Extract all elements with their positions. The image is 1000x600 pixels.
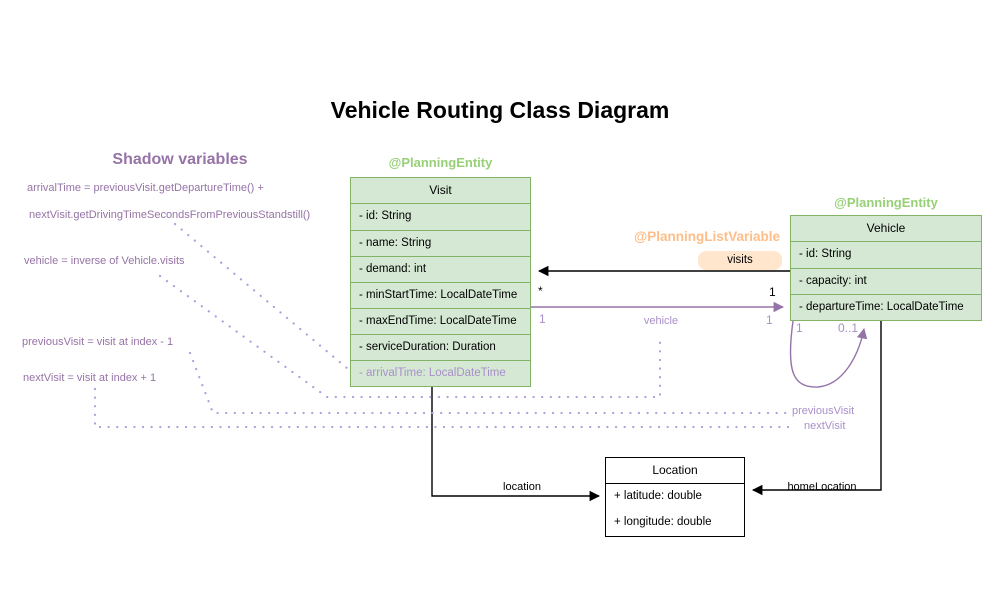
visit-planning-entity-annotation: @PlanningEntity <box>388 155 493 170</box>
shadow-variables-heading: Shadow variables <box>112 151 248 168</box>
vehicle-relation-label: vehicle <box>643 315 679 327</box>
dotted-link-arrivaltime <box>173 222 350 371</box>
page-title: Vehicle Routing Class Diagram <box>330 97 670 123</box>
vehicle-multiplicity-right: 1 <box>766 313 773 327</box>
planning-list-variable-annotation: @PlanningListVariable <box>634 229 780 244</box>
class-attribute-row: + longitude: double <box>614 516 712 528</box>
visit-shadow-attribute-row: - arrivalTime: LocalDateTime <box>351 360 530 386</box>
class-attribute-row: - minStartTime: LocalDateTime <box>351 282 530 308</box>
vehicle-class-box: Vehicle - id: String - capacity: int- dep… <box>790 215 982 321</box>
visits-multiplicity-one: 1 <box>769 285 776 299</box>
visits-multiplicity-star: * <box>538 284 543 298</box>
visits-relation-label: visits <box>698 251 782 270</box>
shadow-note-arrivaltime-line2: nextVisit.getDrivingTimeSecondsFromPrevi… <box>29 209 311 221</box>
class-attribute-row: - departureTime: LocalDateTime <box>791 294 981 320</box>
class-attribute-row: - capacity: int <box>791 268 981 294</box>
class-attribute-row: - serviceDuration: Duration <box>351 334 530 360</box>
visit-class-box: Visit - id: String - name: String- demand… <box>350 177 531 387</box>
loop-multiplicity-zero-one: 0..1 <box>838 321 859 335</box>
location-class-box: Location + latitude: double + longitude: … <box>605 457 745 537</box>
vehicle-attribute-list: - id: String - capacity: int- departureTi… <box>791 242 981 320</box>
shadow-note-vehicle: vehicle = inverse of Vehicle.visits <box>24 255 185 267</box>
class-attribute-row: + latitude: double <box>614 490 702 502</box>
class-attribute-row: - name: String <box>351 230 530 256</box>
location-arrow <box>431 386 601 502</box>
dotted-link-nextvisit <box>93 387 798 429</box>
location-class-title: Location <box>606 458 744 484</box>
location-relation-label: location <box>503 481 541 493</box>
previous-visit-label: previousVisit <box>792 405 855 417</box>
visit-class-title: Visit <box>351 178 530 204</box>
loop-multiplicity-one: 1 <box>796 321 803 335</box>
visit-attribute-list: - id: String- name: String- demand: int-… <box>351 204 530 360</box>
shadow-note-previousvisit: previousVisit = visit at index - 1 <box>22 336 174 348</box>
home-location-relation-label: homeLocation <box>787 481 857 493</box>
class-attribute-row: - id: String <box>799 248 852 260</box>
class-attribute-row: - maxEndTime: LocalDateTime <box>351 308 530 334</box>
shadow-note-arrivaltime-line1: arrivalTime = previousVisit.getDeparture… <box>27 182 264 194</box>
vehicle-class-title: Vehicle <box>791 216 981 242</box>
shadow-note-nextvisit: nextVisit = visit at index + 1 <box>23 372 157 384</box>
location-attribute-list: + latitude: double + longitude: double <box>606 484 744 536</box>
vehicle-planning-entity-annotation: @PlanningEntity <box>834 195 938 210</box>
next-visit-label: nextVisit <box>804 420 846 432</box>
class-attribute-row: - demand: int <box>351 256 530 282</box>
class-attribute-row: - id: String <box>359 210 412 222</box>
vehicle-multiplicity-left: 1 <box>539 312 546 326</box>
